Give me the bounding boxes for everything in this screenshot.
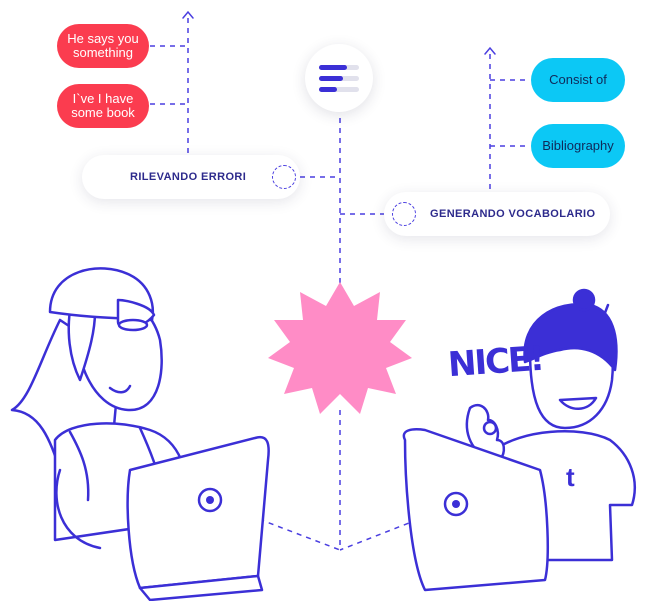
menu-icon-button[interactable] xyxy=(305,44,373,112)
tag-bubble-text: Consist of xyxy=(549,72,607,87)
message-bubble-1: He says you something xyxy=(57,24,149,68)
message-bubble-text: He says you something xyxy=(67,31,139,60)
tag-bubble-1: Consist of xyxy=(531,58,625,102)
progress-ring-icon xyxy=(272,165,297,189)
card-label: RILEVANDO ERRORI xyxy=(130,171,247,183)
tag-bubble-2: Bibliography xyxy=(531,124,625,168)
card-generando-vocabolario[interactable]: GENERANDO VOCABOLARIO xyxy=(384,192,610,236)
exclamation-text: NICE! xyxy=(446,338,545,386)
message-bubble-2: I`ve I have some book xyxy=(57,84,149,128)
tag-bubble-text: Bibliography xyxy=(542,138,614,153)
shirt-logo: t xyxy=(566,462,575,492)
card-rilevando-errori[interactable]: RILEVANDO ERRORI xyxy=(82,155,300,199)
progress-ring-icon xyxy=(392,202,416,226)
card-label: GENERANDO VOCABOLARIO xyxy=(430,208,596,220)
message-bubble-text: I`ve I have some book xyxy=(71,91,135,120)
